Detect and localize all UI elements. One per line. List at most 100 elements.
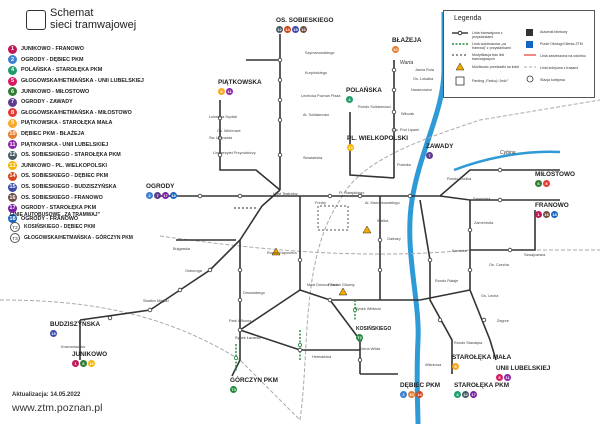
- bus-heading: LINIE AUTOBUSOWE „ZA TRAMWAJ”: [10, 212, 101, 218]
- stop-label: Rondo Śródka: [447, 177, 472, 181]
- river-label: Warta: [400, 60, 414, 66]
- terminal-line-badges: T3: [230, 386, 237, 393]
- stop-label: Lubelska Szpital: [209, 115, 237, 119]
- bus-line-row: T2 KOSIŃSKIEGO - DĘBIEC PKM: [10, 222, 95, 232]
- stop-label: Kórnicka: [452, 249, 467, 253]
- update-date: Aktualizacja: 14.05.2022: [12, 392, 81, 398]
- line-badge: 2: [146, 192, 153, 199]
- bus-line-name: GŁOGOWSKA/HETMAŃSKA - GÓRCZYN PKM: [24, 235, 133, 241]
- legend: Legenda Linia tramwajowa z przystankami …: [443, 10, 595, 98]
- line-number-badge: 5: [8, 76, 17, 86]
- line-number-badge: 12: [8, 150, 17, 160]
- line-route-name: OGRODY - ZAWADY: [21, 99, 73, 106]
- terminal-label: ZAWADY: [426, 143, 454, 150]
- stop-label: Sw. Leonarda: [209, 136, 233, 140]
- line-route-name: OGRODY - STAROŁĘKA PKM: [21, 205, 97, 212]
- line-route-name: JUNIKOWO - PL. WIELKOPOLSKI: [21, 162, 107, 169]
- line-badge: 9: [218, 88, 225, 95]
- terminal-label: JUNIKOWO: [72, 351, 108, 358]
- stop-label: Os. Lecha: [481, 294, 499, 298]
- stop-label: Os. Lokatka: [413, 77, 434, 81]
- terminal-line-badges: 13: [347, 144, 354, 151]
- tram-icon: [26, 10, 46, 30]
- line-badge: 16: [300, 26, 307, 33]
- stop-label: Al. Marcinkowskiego: [365, 201, 400, 205]
- terminal-label: OGRODY: [146, 183, 175, 190]
- line-route-name: JUNIKOWO - FRANOWO: [21, 46, 84, 53]
- line-badge: 4: [454, 391, 461, 398]
- line-badge: 10: [408, 391, 415, 398]
- line-route-name: POLAŃSKA - STAROŁĘKA PKM: [21, 67, 103, 74]
- line-route-name: OS. SOBIESKIEGO - BUDZISZYŃSKA: [21, 184, 117, 191]
- line-route-name: OS. SOBIESKIEGO - STAROŁĘKA PKM: [21, 152, 121, 159]
- stop-label: Górna Wilda: [359, 347, 381, 351]
- line-badge: 13: [347, 144, 354, 151]
- line-badge: 11: [504, 374, 511, 381]
- line-badge: 18: [170, 192, 177, 199]
- line-route-name: PIĄTKOWSKA - UNII LUBELSKIEJ: [21, 141, 109, 148]
- terminal-label: BŁAŻEJA: [392, 37, 422, 44]
- stop-label: Jasna Rola: [415, 68, 434, 72]
- line-number-badge: 11: [8, 140, 17, 150]
- stop-label: Wilczak: [401, 112, 415, 116]
- line-badge: 12: [276, 26, 283, 33]
- stop-label: Os. Pod Lipami: [393, 128, 419, 132]
- line-badge: 17: [162, 192, 169, 199]
- stop-label: Kosmonautów: [61, 345, 86, 349]
- stop-label: Poznań Główny: [328, 283, 355, 287]
- bus-line-row: T3 GŁOGOWSKA/HETMAŃSKA - GÓRCZYN PKM: [10, 233, 133, 243]
- map-subtitle: sieci tramwajowej: [50, 19, 137, 31]
- line-route-name: OS. SOBIESKIEGO - FRANOWO: [21, 194, 103, 201]
- terminal-label: FRANOWO: [535, 202, 569, 209]
- website-link[interactable]: www.ztm.poznan.pl: [12, 402, 103, 414]
- line-number-badge: 2: [8, 55, 17, 65]
- legend-item: Modyfikacja tras linii tramwajowych: [472, 53, 505, 62]
- bus-line-number: T2: [10, 222, 20, 232]
- line-badge: 17: [470, 391, 477, 398]
- line-route-name: JUNIKOWO - MIŁOSTOWO: [21, 88, 90, 95]
- line-badge: 5: [496, 374, 503, 381]
- line-list-item: 12 OS. SOBIESKIEGO - STAROŁĘKA PKM: [8, 150, 168, 161]
- stop-label: Szwedzka: [473, 197, 491, 201]
- stop-label: Rondo Rataje: [435, 279, 459, 283]
- line-badge: 14: [284, 26, 291, 33]
- stop-label: Al. Solidarności: [303, 113, 330, 117]
- legend-item: Parking „Parkuj i Jedź”: [472, 79, 509, 83]
- terminal-label: UNII LUBELSKIEJ: [496, 365, 551, 372]
- stop-label: Garbary: [387, 237, 401, 241]
- stop-label: Pl. Ratajskiego: [339, 191, 365, 195]
- stop-label: Rynek Wildecki: [355, 307, 381, 311]
- line-number-badge: 14: [8, 171, 17, 181]
- line-badge: 13: [88, 360, 95, 367]
- stop-label: Fredry: [315, 201, 326, 205]
- stop-label: Park Wilsona: [229, 319, 252, 323]
- line-number-badge: 6: [8, 87, 17, 97]
- legend-swatches: [452, 29, 536, 86]
- stop-label: Szymanowskiego: [305, 51, 335, 55]
- terminal-label: PIĄTKOWSKA: [218, 79, 262, 86]
- stop-label: Most Teatralny: [273, 192, 298, 196]
- line-number-badge: 17: [8, 203, 17, 213]
- stop-label: Os. Wichrowe: [217, 129, 241, 133]
- terminal-line-badges: 7: [426, 152, 433, 159]
- line-route-name: OGRODY - FRANOWO: [21, 215, 79, 222]
- bus-line-name: KOSIŃSKIEGO - DĘBIEC PKM: [24, 224, 96, 230]
- stop-label: Hetmańska: [312, 355, 332, 359]
- line-badge: 14: [416, 391, 423, 398]
- stop-label: Rondo Starołęka: [454, 341, 483, 345]
